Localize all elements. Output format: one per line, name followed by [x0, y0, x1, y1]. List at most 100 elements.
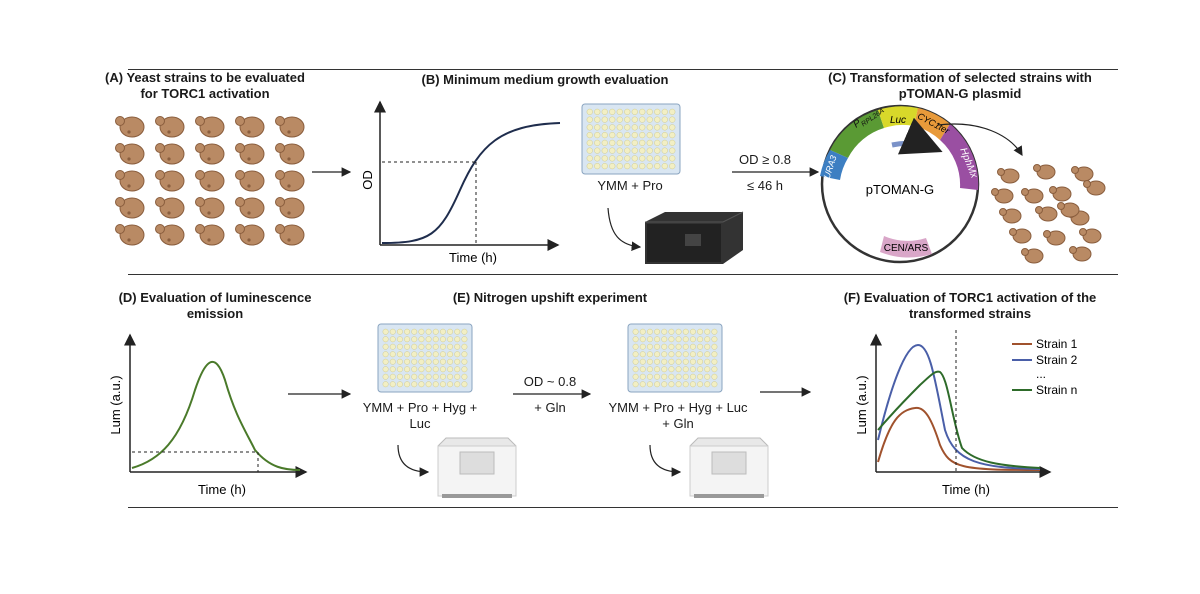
yeast-cell: [235, 170, 265, 192]
legend-ellipsis: ...: [1036, 367, 1046, 381]
plate-well: [661, 366, 668, 373]
yeast-cell: [155, 143, 185, 165]
transformed-yeast-cell: [991, 188, 1014, 204]
lum-f-xlabel: Time (h): [942, 482, 990, 497]
plate-well: [601, 155, 608, 162]
plate-well: [609, 132, 616, 139]
plate-well: [697, 373, 704, 380]
plate-well: [711, 373, 718, 380]
plate-well: [396, 358, 403, 365]
plate-well: [396, 373, 403, 380]
plate-well: [594, 147, 601, 154]
transformed-yeast-cell: [1049, 186, 1072, 202]
plate-well: [616, 147, 623, 154]
yeast-cell: [115, 224, 145, 246]
plate-well: [639, 381, 646, 388]
yeast-cell: [195, 116, 225, 138]
plate-well: [654, 132, 661, 139]
legend-label-strain-1: Strain 1: [1036, 337, 1078, 351]
transformed-yeast-cell: [1035, 206, 1058, 222]
plate-well: [454, 358, 461, 365]
plate-well: [661, 373, 668, 380]
plate-well: [382, 381, 389, 388]
plate-well: [404, 343, 411, 350]
plate-well: [432, 343, 439, 350]
plate-well: [654, 328, 661, 335]
plate-well: [669, 108, 676, 115]
plate-well: [411, 328, 418, 335]
plate-well: [646, 366, 653, 373]
transformed-yeast-cell: [1057, 202, 1080, 218]
plate-well: [661, 147, 668, 154]
plate-well: [389, 351, 396, 358]
yeast-cell: [235, 116, 265, 138]
plate-well: [454, 381, 461, 388]
plate-well: [668, 351, 675, 358]
plate-well: [669, 139, 676, 146]
plate-well: [389, 381, 396, 388]
plate-well: [439, 336, 446, 343]
yeast-cell: [275, 143, 305, 165]
plate-well: [631, 163, 638, 170]
plate-well: [432, 373, 439, 380]
plate-well: [439, 351, 446, 358]
plate-well: [609, 116, 616, 123]
plate-well: [586, 124, 593, 131]
plate-well: [447, 343, 454, 350]
plate-well: [689, 336, 696, 343]
plate-well: [704, 328, 711, 335]
plate-well: [624, 116, 631, 123]
plate-well: [675, 373, 682, 380]
yeast-cell: [115, 116, 145, 138]
plate-well: [418, 366, 425, 373]
transformed-yeast-cell: [1021, 248, 1044, 264]
plate-well: [461, 351, 468, 358]
plate-well: [632, 366, 639, 373]
plate-well: [624, 139, 631, 146]
plate-well: [682, 366, 689, 373]
plate-well: [646, 147, 653, 154]
yeast-cell: [235, 224, 265, 246]
plate-well: [661, 124, 668, 131]
plate-well: [669, 132, 676, 139]
plate-well: [601, 139, 608, 146]
plate-well: [675, 358, 682, 365]
plate-well: [616, 124, 623, 131]
plate-well: [632, 351, 639, 358]
plate-well: [675, 343, 682, 350]
lum-d-ylabel: Lum (a.u.): [108, 375, 123, 434]
plate-well: [704, 366, 711, 373]
yeast-cell: [195, 224, 225, 246]
plate-well: [711, 351, 718, 358]
plate-well: [447, 328, 454, 335]
plate-well: [654, 351, 661, 358]
plate-well: [425, 343, 432, 350]
plate-well: [689, 328, 696, 335]
plate-well: [425, 358, 432, 365]
plate-well: [616, 139, 623, 146]
plate-well: [654, 108, 661, 115]
plate-well: [609, 163, 616, 170]
middle-divider: [128, 274, 1118, 275]
plate-well: [461, 366, 468, 373]
plate-well: [382, 351, 389, 358]
plate-well: [389, 366, 396, 373]
luminometer-e2: [689, 437, 769, 498]
growth-curve: [381, 122, 561, 244]
plate-well: [669, 124, 676, 131]
plate-well: [682, 381, 689, 388]
plate-well: [654, 147, 661, 154]
hphmx-segment: [940, 124, 979, 190]
plate-reader-b: [645, 211, 744, 264]
plate-well: [616, 108, 623, 115]
promoter-segment: [830, 110, 884, 158]
plate-well: [624, 124, 631, 131]
plate-well: [631, 124, 638, 131]
plate-well: [389, 358, 396, 365]
plate-well: [661, 328, 668, 335]
plate-well: [461, 373, 468, 380]
plate-well: [447, 366, 454, 373]
yeast-cell: [195, 170, 225, 192]
plate-well: [461, 328, 468, 335]
yeast-cell: [235, 197, 265, 219]
